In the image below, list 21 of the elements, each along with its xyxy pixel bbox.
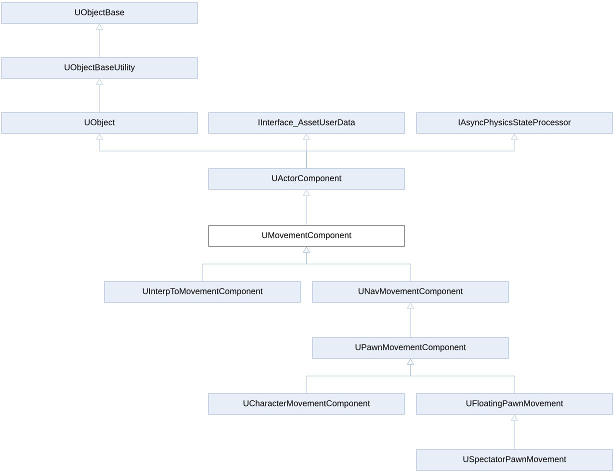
arrow bbox=[96, 78, 103, 112]
arrow bbox=[407, 358, 515, 394]
class-box: UPawnMovementComponent bbox=[312, 337, 509, 359]
class-box: UObjectBaseUtility bbox=[1, 57, 198, 79]
class-box: UObject bbox=[1, 112, 198, 134]
arrow bbox=[306, 134, 518, 168]
arrow bbox=[511, 414, 518, 450]
class-box: IInterface_AssetUserData bbox=[208, 112, 405, 134]
class-box: UCharacterMovementComponent bbox=[208, 393, 405, 415]
arrow bbox=[303, 246, 411, 282]
class-box: UActorComponent bbox=[208, 168, 405, 190]
class-box: UInterpToMovementComponent bbox=[104, 281, 301, 303]
class-box: UMovementComponent bbox=[208, 225, 405, 247]
class-box: IAsyncPhysicsStateProcessor bbox=[416, 112, 613, 134]
arrow bbox=[96, 24, 103, 58]
arrow bbox=[303, 190, 310, 226]
class-box: UFloatingPawnMovement bbox=[416, 393, 613, 415]
class-box: UNavMovementComponent bbox=[312, 281, 509, 303]
class-box: USpectatorPawnMovement bbox=[416, 449, 613, 471]
arrow bbox=[407, 302, 414, 338]
class-box: UObjectBase bbox=[1, 2, 198, 24]
